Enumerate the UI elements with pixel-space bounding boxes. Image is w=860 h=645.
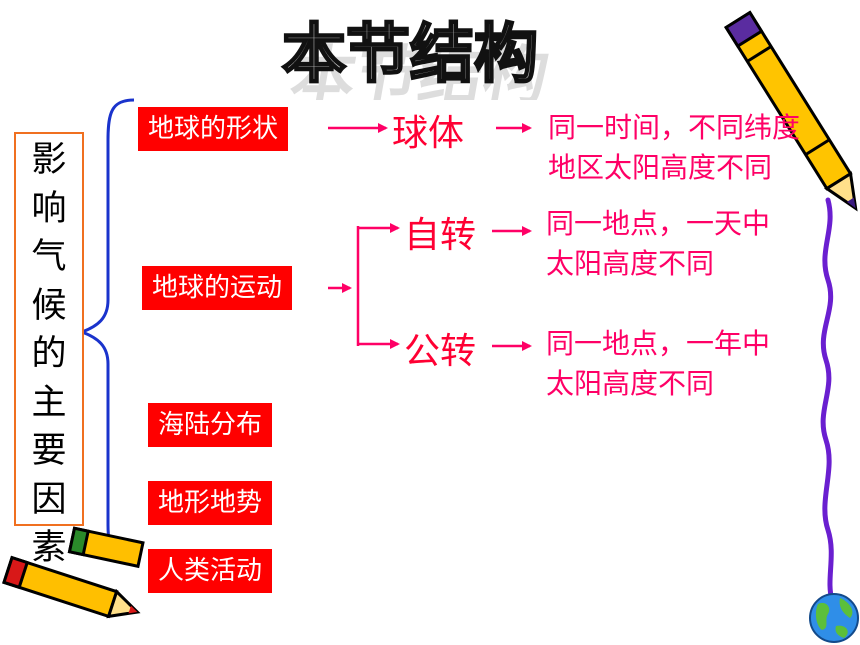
factor-human-label: 人类活动	[158, 556, 263, 586]
node-sphere: 球体	[392, 113, 465, 154]
factor-motion-label: 地球的运动	[152, 273, 283, 303]
factor-shape-box: 地球的形状	[138, 107, 289, 151]
factor-motion-box: 地球的运动	[142, 266, 293, 310]
factor-terrain-label: 地形地势	[158, 488, 263, 518]
pencil-icon	[67, 526, 145, 569]
result-rotation-line-1: 同一地点，一天中	[546, 207, 771, 240]
title-shadow: 本节结构	[285, 39, 550, 100]
factor-land-sea-box: 海陆分布	[148, 403, 273, 447]
main-factor-label: 影响气候的主要因素	[14, 136, 84, 573]
factor-shape-label: 地球的形状	[148, 114, 279, 144]
factor-terrain-box: 地形地势	[148, 481, 273, 525]
page-title: 本节结构	[282, 18, 538, 92]
factor-land-sea-label: 海陆分布	[158, 410, 263, 440]
node-revolution: 公转	[404, 331, 477, 372]
result-revolution-line-2: 太阳高度不同	[546, 367, 715, 400]
title-wordart: 本节结构 本节结构	[281, 17, 550, 100]
main-factor-box	[14, 132, 84, 526]
main-factor-text: 影响气候的主要因素	[31, 140, 67, 568]
result-shape: 同一时间，不同纬度 地区太阳高度不同	[548, 108, 800, 188]
result-shape-line-2: 地区太阳高度不同	[548, 151, 773, 184]
result-shape-line-1: 同一时间，不同纬度	[548, 111, 801, 144]
result-revolution-line-1: 同一地点，一年中	[546, 327, 771, 360]
wavy-line	[820, 197, 835, 603]
pencil-icon	[2, 555, 141, 619]
result-revolution: 同一地点，一年中 太阳高度不同	[546, 324, 770, 404]
globe-icon	[809, 593, 859, 643]
result-rotation-line-2: 太阳高度不同	[546, 247, 715, 280]
crayon-icon	[724, 10, 858, 212]
main-brace	[77, 98, 135, 562]
factor-human-box: 人类活动	[148, 549, 273, 593]
node-rotation: 自转	[404, 215, 477, 256]
result-rotation: 同一地点，一天中 太阳高度不同	[546, 204, 770, 284]
